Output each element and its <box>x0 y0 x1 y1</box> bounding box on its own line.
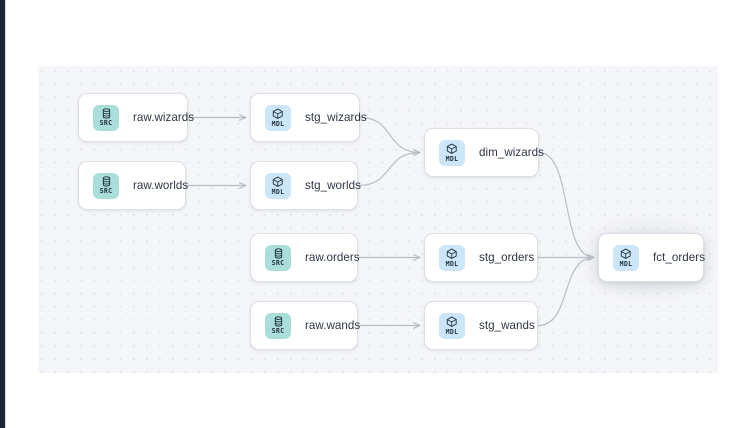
graph-node-stg_wizards[interactable]: MDL stg_wizards <box>250 93 367 142</box>
badge-type-label: SRC <box>271 327 285 336</box>
badge-type-label: MDL <box>445 154 459 163</box>
badge-type-label: SRC <box>99 119 113 128</box>
cube-icon <box>446 248 458 260</box>
cube-icon <box>620 248 632 260</box>
cube-icon <box>272 176 284 188</box>
graph-node-label: dim_wizards <box>479 146 544 159</box>
graph-node-label: raw.worlds <box>133 179 189 192</box>
src-type-badge: SRC <box>265 244 291 271</box>
graph-node-raw_worlds[interactable]: SRC raw.worlds <box>78 161 189 210</box>
graph-node-stg_worlds[interactable]: MDL stg_worlds <box>250 161 361 210</box>
graph-node-dim_wizards[interactable]: MDL dim_wizards <box>424 128 544 177</box>
graph-node-label: fct_orders <box>653 251 706 264</box>
badge-type-label: SRC <box>99 187 113 196</box>
badge-type-label: MDL <box>271 187 285 196</box>
graph-node-label: stg_orders <box>479 251 535 264</box>
app-rail-divider <box>5 0 6 428</box>
graph-node-label: stg_worlds <box>305 179 361 192</box>
database-icon <box>101 176 112 187</box>
badge-type-label: MDL <box>271 119 285 128</box>
graph-node-label: raw.wizards <box>133 111 195 124</box>
graph-node-raw_wizards[interactable]: SRC raw.wizards <box>78 93 194 142</box>
database-icon <box>101 108 112 119</box>
mdl-type-badge: MDL <box>439 139 465 166</box>
graph-node-raw_orders[interactable]: SRC raw.orders <box>250 233 360 282</box>
graph-node-label: raw.wands <box>305 319 361 332</box>
graph-node-fct_orders[interactable]: MDL fct_orders <box>598 233 706 282</box>
src-type-badge: SRC <box>93 104 119 131</box>
graph-node-label: stg_wizards <box>305 111 367 124</box>
cube-icon <box>446 316 458 328</box>
badge-type-label: MDL <box>619 259 633 268</box>
src-type-badge: SRC <box>265 312 291 339</box>
mdl-type-badge: MDL <box>439 312 465 339</box>
mdl-type-badge: MDL <box>439 244 465 271</box>
cube-icon <box>272 108 284 120</box>
mdl-type-badge: MDL <box>265 172 291 199</box>
graph-node-stg_wands[interactable]: MDL stg_wands <box>424 301 538 350</box>
graph-node-stg_orders[interactable]: MDL stg_orders <box>424 233 538 282</box>
badge-type-label: MDL <box>445 259 459 268</box>
database-icon <box>273 316 284 327</box>
mdl-type-badge: MDL <box>613 244 639 271</box>
badge-type-label: SRC <box>271 259 285 268</box>
src-type-badge: SRC <box>93 172 119 199</box>
graph-node-raw_wands[interactable]: SRC raw.wands <box>250 301 361 350</box>
cube-icon <box>446 143 458 155</box>
mdl-type-badge: MDL <box>265 104 291 131</box>
graph-node-label: stg_wands <box>479 319 535 332</box>
database-icon <box>273 248 284 259</box>
graph-node-label: raw.orders <box>305 251 360 264</box>
badge-type-label: MDL <box>445 327 459 336</box>
app-left-rail <box>0 0 5 428</box>
